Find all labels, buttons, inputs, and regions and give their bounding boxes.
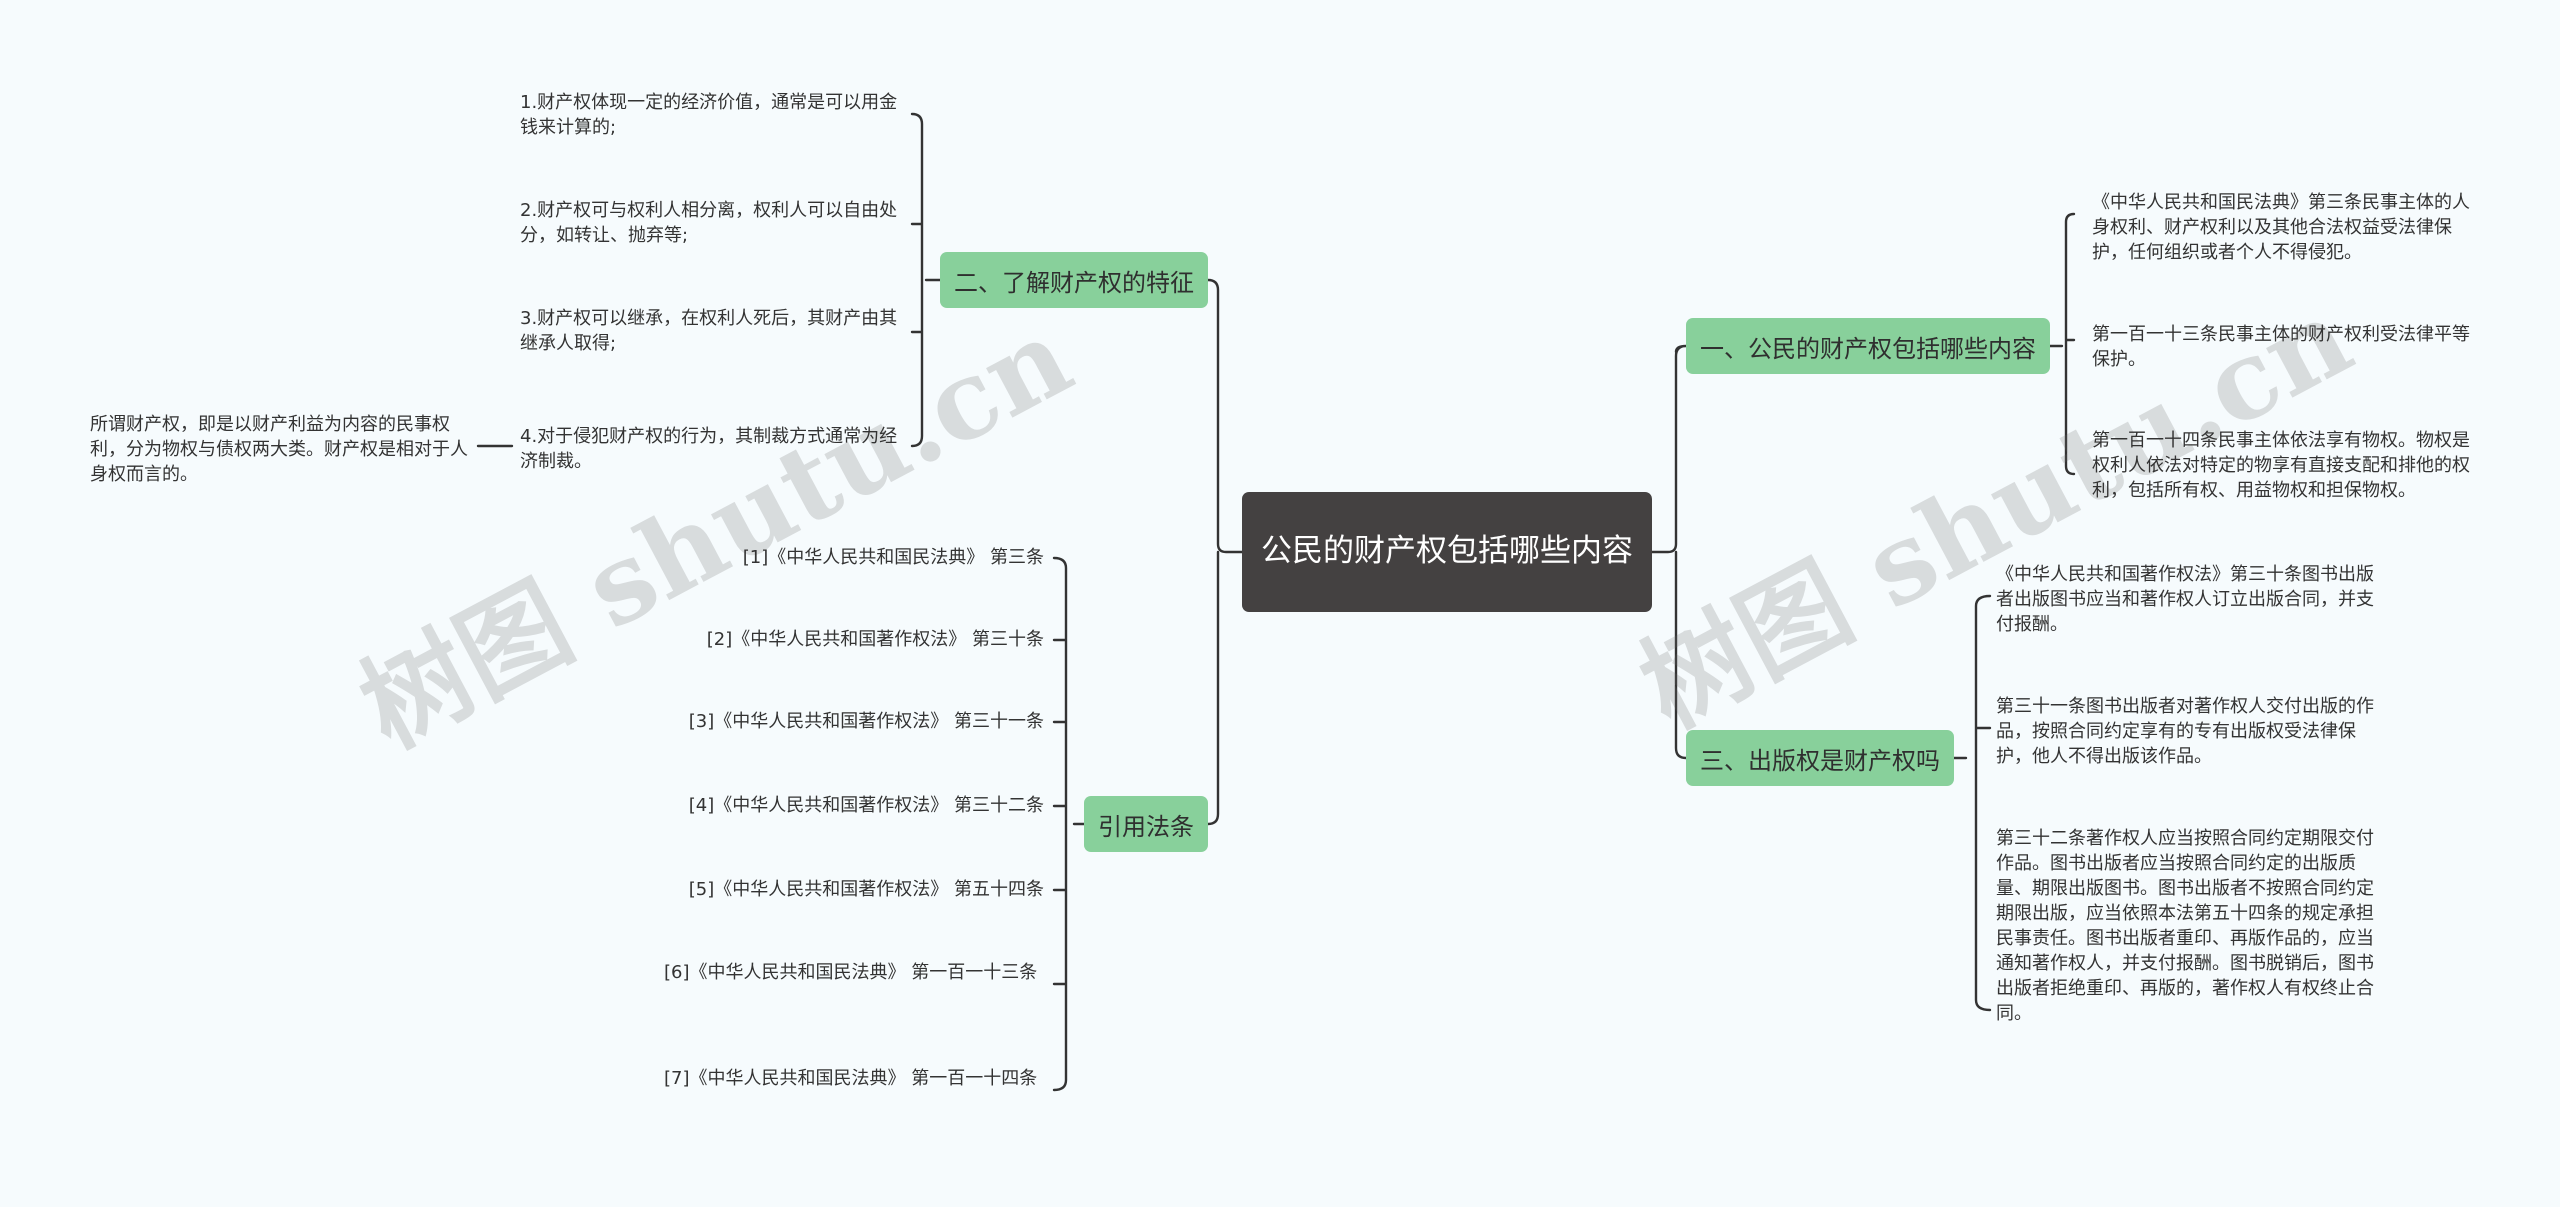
edge-b3-bracket bbox=[1952, 594, 1992, 1012]
edge-b4-bracket bbox=[1052, 556, 1086, 1092]
branch-property-rights-content[interactable]: 一、公民的财产权包括哪些内容 bbox=[1686, 318, 2050, 374]
leaf-feature-1: 1.财产权体现一定的经济价值，通常是可以用金钱来计算的; bbox=[520, 92, 898, 138]
leaf-civil-code-art113: 第一百一十三条民事主体的财产权利受法律平等保护。 bbox=[2092, 324, 2470, 370]
leaf-citation-1: [1]《中华人民共和国民法典》 第三条 bbox=[742, 547, 1044, 568]
leaf-copyright-art30: 《中华人民共和国著作权法》第三十条图书出版者出版图书应当和著作权人订立出版合同，… bbox=[1996, 564, 2374, 635]
leaf-citation-4: [4]《中华人民共和国著作权法》 第三十二条 bbox=[688, 795, 1044, 816]
leaf-citation-7: [7]《中华人民共和国民法典》 第一百一十四条 bbox=[664, 1068, 1038, 1089]
branch-publishing-right[interactable]: 三、出版权是财产权吗 bbox=[1686, 730, 1954, 786]
branch-cited-laws[interactable]: 引用法条 bbox=[1084, 796, 1208, 852]
leaf-civil-code-art3: 《中华人民共和国民法典》第三条民事主体的人身权利、财产权利以及其他合法权益受法律… bbox=[2092, 192, 2470, 263]
edge-root-b3 bbox=[1674, 550, 1688, 760]
root-topic[interactable]: 公民的财产权包括哪些内容 bbox=[1242, 492, 1652, 612]
edge-b2-bracket bbox=[910, 112, 942, 448]
leaf-feature-2: 2.财产权可与权利人相分离，权利人可以自由处分，如转让、抛弃等; bbox=[520, 200, 898, 246]
leaf-copyright-art31: 第三十一条图书出版者对著作权人交付出版的作品，按照合同约定享有的专有出版权受法律… bbox=[1996, 696, 2374, 767]
leaf-citation-5: [5]《中华人民共和国著作权法》 第五十四条 bbox=[688, 879, 1044, 900]
edge-root-b1 bbox=[1650, 344, 1688, 554]
branch-property-rights-features[interactable]: 二、了解财产权的特征 bbox=[940, 252, 1208, 308]
leaf-citation-2: [2]《中华人民共和国著作权法》 第三十条 bbox=[706, 629, 1044, 650]
leaf-civil-code-art114: 第一百一十四条民事主体依法享有物权。物权是权利人依法对特定的物享有直接支配和排他… bbox=[2092, 430, 2470, 501]
edge-root-b4 bbox=[1206, 550, 1220, 826]
leaf-feature-3: 3.财产权可以继承，在权利人死后，其财产由其继承人取得; bbox=[520, 308, 898, 354]
leaf-feature-4: 4.对于侵犯财产权的行为，其制裁方式通常为经济制裁。 bbox=[520, 426, 898, 472]
leaf-citation-6: [6]《中华人民共和国民法典》 第一百一十三条 bbox=[664, 962, 1038, 983]
leaf-property-right-definition: 所谓财产权，即是以财产利益为内容的民事权利，分为物权与债权两大类。财产权是相对于… bbox=[90, 414, 468, 485]
edge-b1-bracket bbox=[2048, 212, 2076, 476]
leaf-citation-3: [3]《中华人民共和国著作权法》 第三十一条 bbox=[688, 711, 1044, 732]
edge-root-b2 bbox=[1206, 278, 1244, 554]
leaf-copyright-art32: 第三十二条著作权人应当按照合同约定期限交付作品。图书出版者应当按照合同约定的出版… bbox=[1996, 828, 2374, 1024]
